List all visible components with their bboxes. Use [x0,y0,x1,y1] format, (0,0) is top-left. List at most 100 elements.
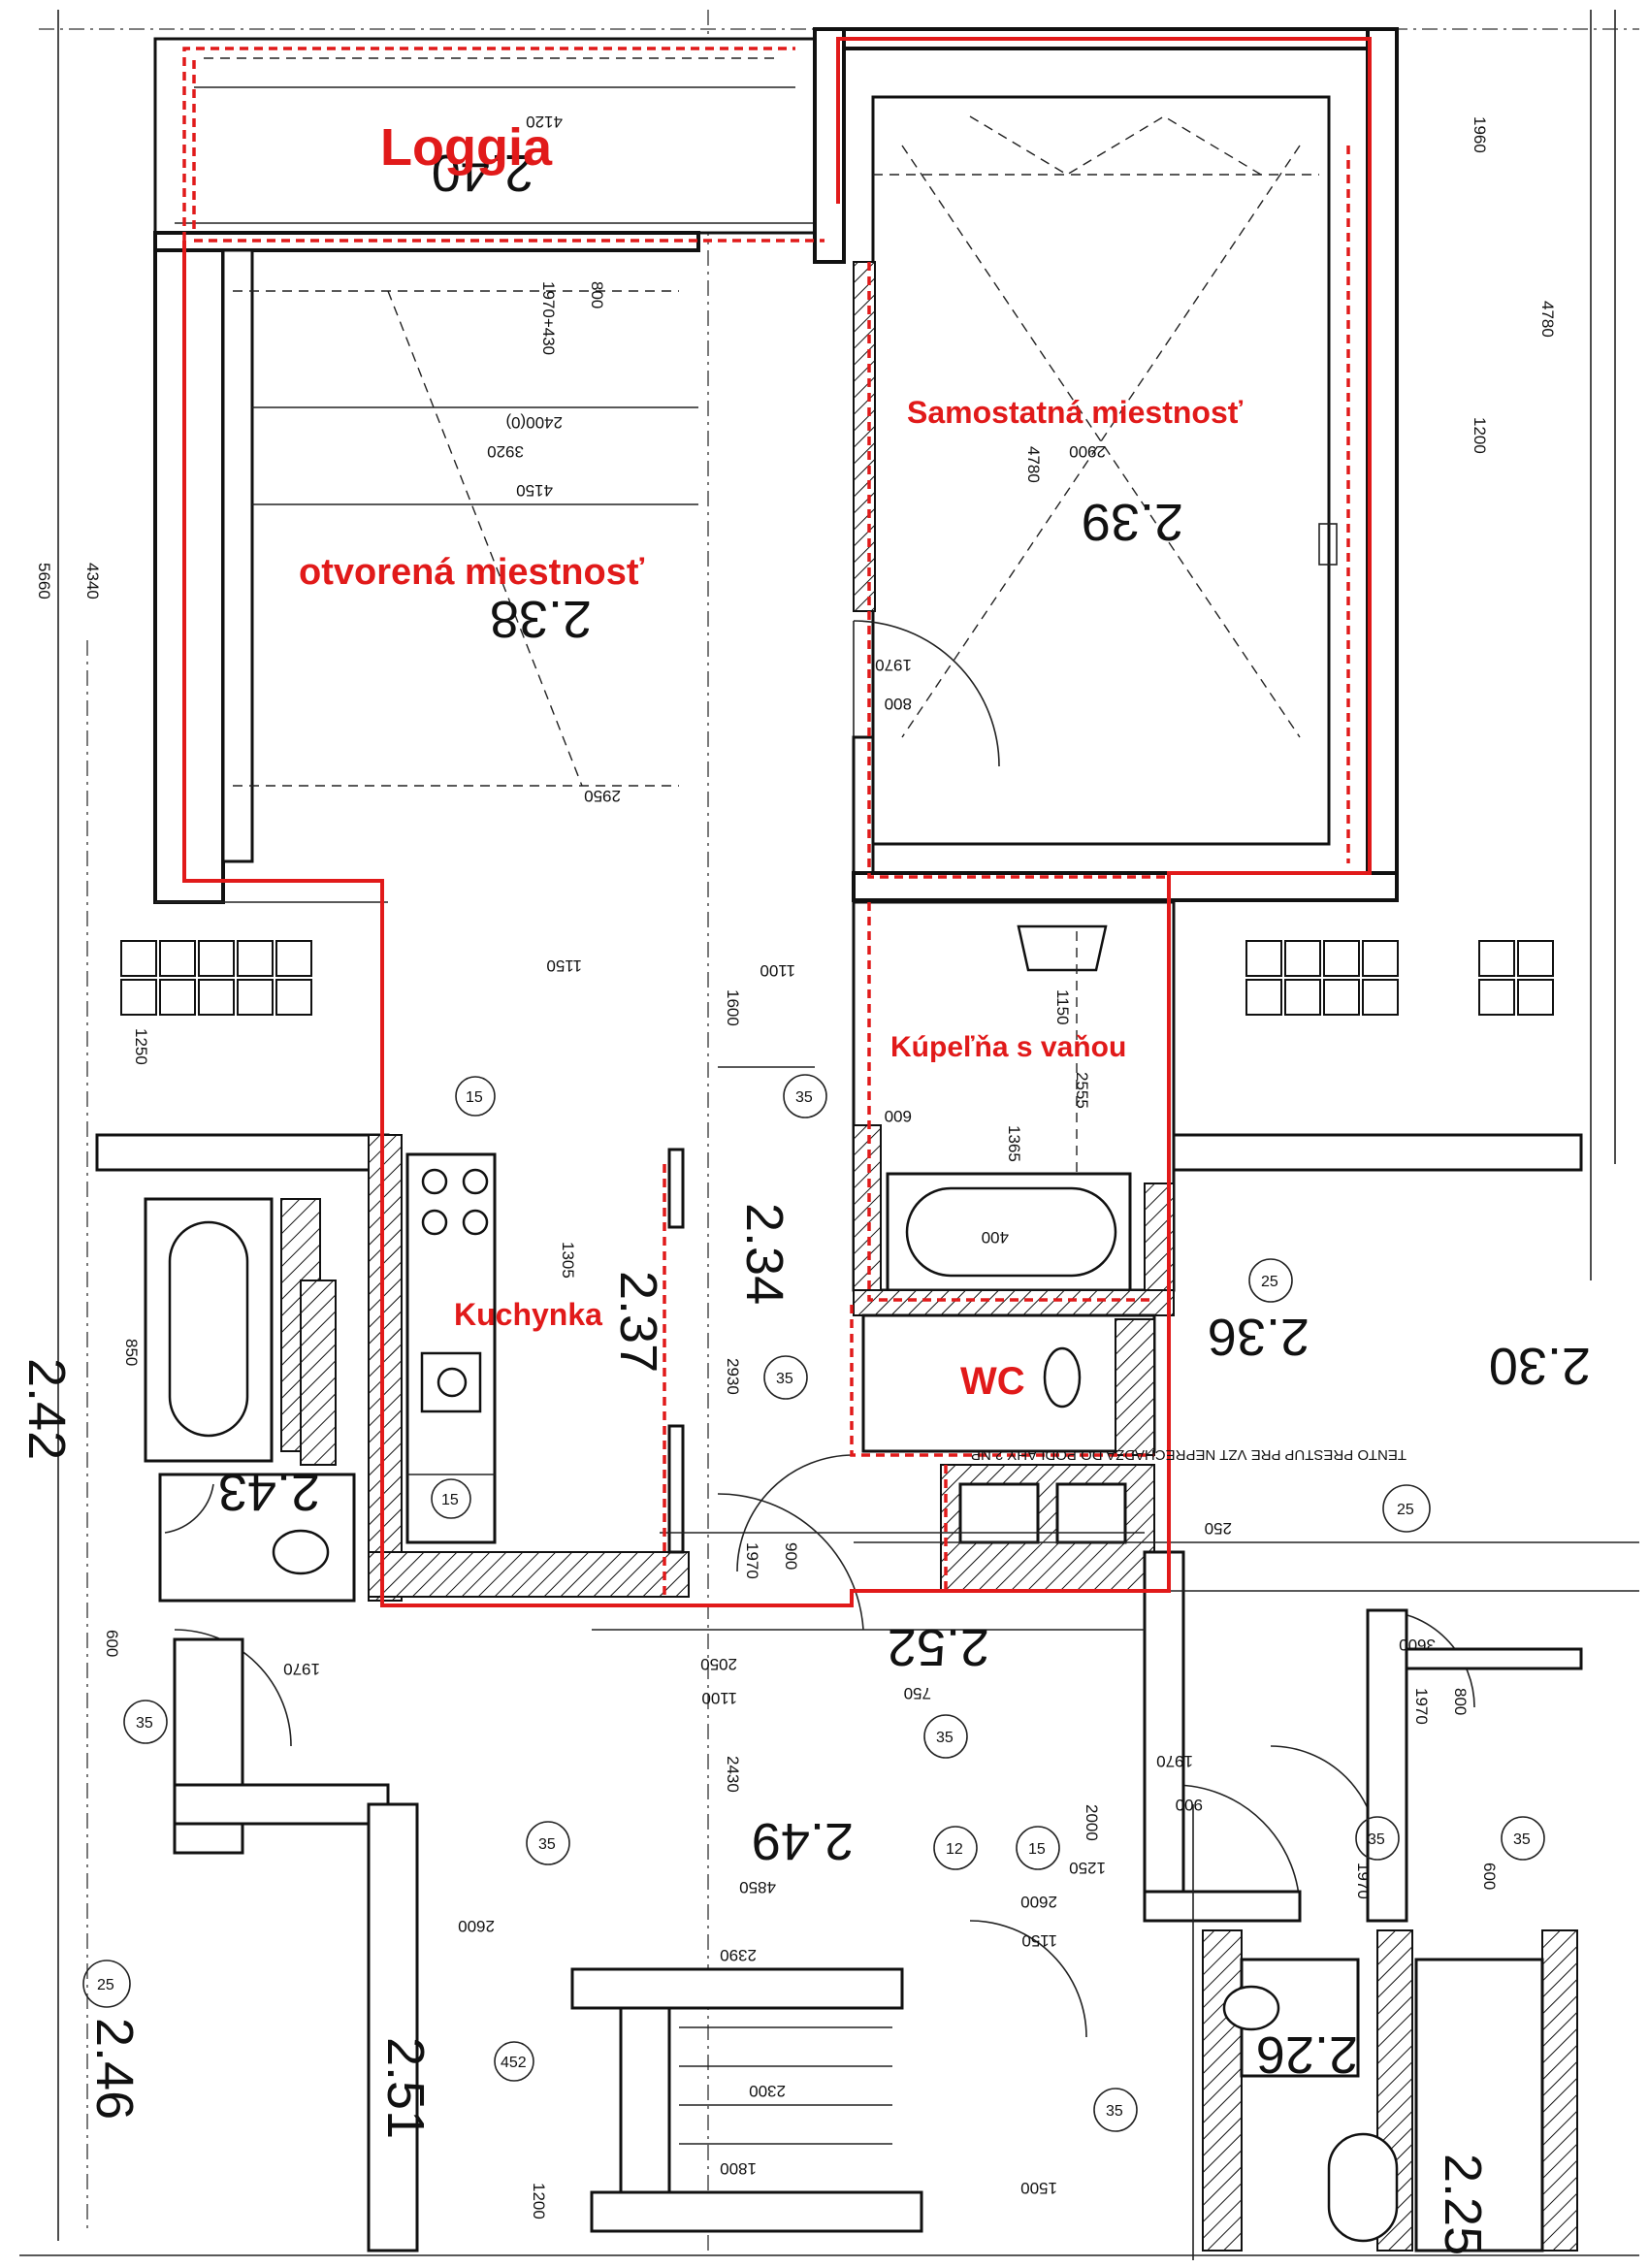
marker-14: 35 [1501,1816,1545,1861]
dim-2430: 2430 [724,1756,742,1793]
dim-1970c: 1970 [283,1660,320,1678]
dim-2390: 2390 [720,1946,757,1964]
dim-1600: 1600 [724,989,742,1026]
room-number-230: 2.30 [1489,1337,1591,1395]
red-apartment-outline [182,37,1372,1607]
room-number-236: 2.36 [1208,1308,1310,1366]
room-number-251: 2.51 [376,2037,435,2139]
room-number-243: 2.43 [218,1463,320,1521]
dimension-labels: 4120 1970+430 800 3920 2400(0) 4150 2950… [35,113,1557,2219]
svg-text:35: 35 [1513,1831,1531,1848]
open-room-walls [153,231,700,904]
room-number-252: 2.52 [888,1618,989,1676]
marker-7: 15 [1016,1826,1060,1870]
room-number-237: 2.37 [609,1271,667,1373]
room-numbers: 2.40 2.38 2.39 2.34 2.37 2.36 2.30 2.42 … [17,144,1591,2255]
dim-4850: 4850 [739,1878,776,1896]
passage-note: TENTO PRESTUP PRE VZT NEPRECHADZA DO POD… [969,1446,1406,1463]
label-wc: WC [960,1360,1025,1403]
room-number-240: 2.40 [432,144,534,202]
dim-800b: 800 [885,695,912,713]
svg-text:452: 452 [501,2055,527,2071]
dim-1200b: 1200 [1471,417,1489,454]
dim-3920: 3920 [487,442,524,461]
dim-2300: 2300 [749,2082,786,2100]
dim-1800: 1800 [720,2159,757,2178]
window-tiles-right [1245,940,1554,1016]
svg-text:15: 15 [1028,1841,1046,1858]
lower-area [173,1532,1639,2260]
dim-2555: 2555 [1073,1072,1091,1109]
svg-text:15: 15 [466,1089,483,1106]
room-number-225: 2.25 [1434,2154,1492,2255]
marker-2: 35 [783,1074,827,1118]
svg-text:35: 35 [1106,2103,1123,2120]
dim-900b: 900 [1176,1796,1203,1814]
window-tiles-left [120,940,312,1016]
dim-600: 600 [885,1107,912,1125]
dim-1305: 1305 [559,1242,577,1279]
room-number-246: 2.46 [85,2018,144,2120]
dim-1960: 1960 [1471,116,1489,153]
svg-text:35: 35 [795,1089,813,1106]
dim-400: 400 [982,1228,1009,1247]
corridor-walls [95,1066,1583,1172]
dim-2000: 2000 [1083,1804,1101,1841]
marker-13: 35 [1355,1816,1400,1861]
marker-11: 35 [526,1821,570,1865]
dim-3600: 3600 [1399,1636,1436,1654]
dim-2930: 2930 [724,1358,742,1395]
dim-600c: 600 [1480,1863,1499,1890]
dim-2900: 2900 [1069,442,1106,461]
marker-10: 25 [82,1960,131,2008]
dim-4780: 4780 [1024,446,1043,483]
dim-1150b: 1150 [546,956,582,975]
dim-1100: 1100 [701,1689,737,1707]
dim-1365: 1365 [1005,1125,1023,1162]
svg-text:25: 25 [1261,1274,1278,1290]
dim-4120: 4120 [526,113,563,131]
room-number-242: 2.42 [17,1358,76,1460]
room-number-239: 2.39 [1082,493,1183,551]
dim-250: 250 [1205,1519,1232,1538]
marker-8: 25 [1382,1484,1431,1533]
right-bathroom [852,900,1176,1316]
dim-4340: 4340 [83,563,102,599]
dim-1970d: 1970 [1156,1752,1193,1770]
dim-800c: 800 [1451,1688,1470,1715]
dim-5660: 5660 [35,563,53,599]
dim-1200: 1200 [530,2183,548,2219]
dim-1970b: 1970 [743,1542,761,1579]
svg-text:35: 35 [1368,1831,1385,1848]
dim-750: 750 [904,1684,931,1702]
dim-1970f: 1970 [1412,1688,1431,1725]
svg-text:35: 35 [936,1730,954,1746]
marker-3: 15 [431,1478,471,1519]
dim-1500: 1500 [1020,2179,1057,2197]
label-open-room: otvorená miestnosť [299,552,645,593]
marker-9: 452 [494,2041,534,2082]
label-loggia: Loggia [380,118,553,177]
dim-2400: 2400(0) [505,413,563,432]
marker-15: 25 [1248,1258,1293,1303]
svg-text:35: 35 [136,1715,153,1732]
room-number-238: 2.38 [490,590,592,648]
marker-16: 35 [1093,2088,1138,2132]
dim-2600b: 2600 [1020,1893,1057,1911]
dim-4780b: 4780 [1538,301,1557,338]
svg-text:35: 35 [538,1836,556,1853]
dim-2950: 2950 [584,787,621,805]
marker-12: 35 [123,1700,168,1744]
dim-1250b: 1250 [1069,1859,1106,1877]
dim-1970e: 1970 [1354,1863,1373,1899]
label-kitchenette: Kuchynka [454,1297,602,1332]
dim-4150: 4150 [516,481,553,500]
dim-900: 900 [782,1542,800,1570]
separate-room-walls [813,27,1399,902]
room-number-249: 2.49 [752,1812,854,1870]
room-number-226: 2.26 [1256,2025,1358,2084]
circle-markers: 15 35 15 35 12 35 15 25 452 25 35 35 35 … [82,1074,1545,2132]
left-bathroom [144,1197,356,1603]
dim-1250: 1250 [132,1028,150,1065]
